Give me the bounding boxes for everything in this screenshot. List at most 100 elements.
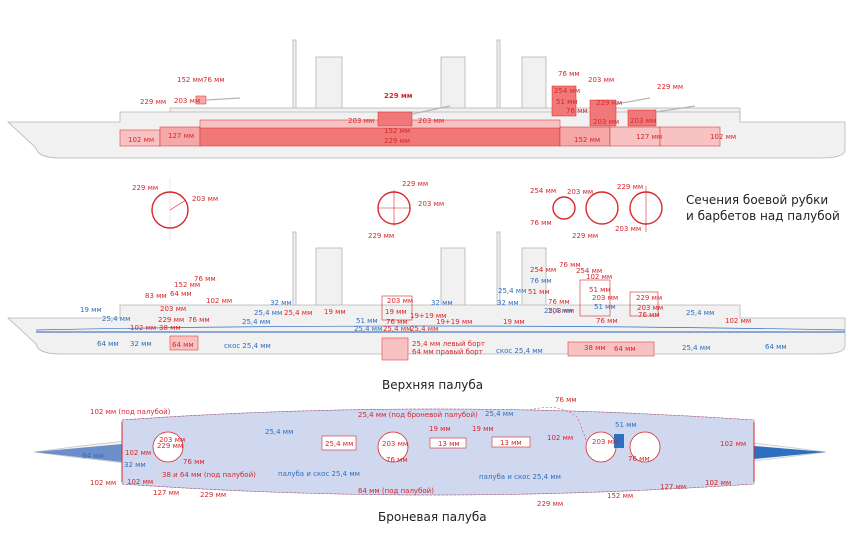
barbet-fwd [377, 431, 409, 463]
label: 19 мм [503, 318, 525, 326]
label: 76 мм [558, 70, 580, 78]
section-circle-fwd-tower [151, 191, 189, 229]
label: 102 мм [586, 273, 612, 281]
sections-caption-line1: Сечения боевой рубки [686, 193, 828, 207]
label: 25,4 мм [410, 325, 438, 333]
label: 51 мм [589, 286, 611, 294]
funnel [440, 56, 466, 116]
label: 25,4 мм [254, 309, 282, 317]
label: 64 мм (под палубой) [358, 487, 434, 495]
label: 64 мм правый борт [412, 348, 483, 356]
label: 102 мм [130, 324, 156, 332]
label: 203 мм [348, 117, 374, 125]
label: 83 мм [145, 292, 167, 300]
label: 38 и 64 мм (под палубой) [162, 471, 256, 479]
label: 229 мм [537, 500, 563, 508]
label: 19+19 мм [410, 312, 446, 320]
side-armor-patch [567, 341, 655, 357]
label: 51 мм [594, 303, 616, 311]
armor-deck-caption: Броневая палуба [378, 510, 487, 524]
label: 203 мм [637, 304, 663, 312]
label: 32 мм [431, 299, 453, 307]
label: 76 мм [596, 317, 618, 325]
label: 127 мм [636, 133, 662, 141]
label: 25,4 мм левый борт [412, 340, 485, 348]
label: 254 мм [530, 266, 556, 274]
label: 229 мм [384, 92, 413, 100]
label: 203 мм [615, 225, 641, 233]
aft-turret-2 [627, 109, 657, 127]
barbet-outline [579, 279, 611, 317]
side-armor-patch [169, 335, 199, 351]
barbet-aft-2 [629, 431, 661, 463]
label: 64 мм [172, 341, 194, 349]
label: скос 25,4 мм [224, 342, 271, 350]
side-armor-patch [381, 337, 409, 361]
barbet-fwd-tower [152, 431, 184, 463]
hatch [321, 435, 357, 451]
label: 203 мм [192, 195, 218, 203]
barbet-outline [629, 291, 659, 317]
label: 64 мм [614, 345, 636, 353]
label: 76 мм [203, 76, 225, 84]
cross-sections: 229 мм 203 мм 229 мм 203 мм 229 мм 254 м… [132, 178, 840, 240]
label: 32 мм [497, 299, 519, 307]
label: 13 мм [500, 439, 522, 447]
label: 25,4 мм [682, 344, 710, 352]
label: 203 мм [174, 97, 200, 105]
label: 64 мм [765, 343, 787, 351]
label: 25,4 мм [265, 428, 293, 436]
label: 127 мм [660, 483, 686, 491]
label: 51 мм [556, 98, 578, 106]
label: 203 мм [548, 307, 574, 315]
label: 25,4 мм [284, 309, 312, 317]
label: 254 мм [530, 187, 556, 195]
label: 203 мм [159, 436, 185, 444]
label: 203 мм [418, 117, 444, 125]
stern-deck-64 [754, 446, 826, 459]
label: 152 мм [384, 127, 410, 135]
label: 76 мм [386, 318, 408, 326]
label: 102 мм [705, 479, 731, 487]
label: 76 мм [194, 275, 216, 283]
label: 25,4 мм (под броневой палубой) [358, 411, 478, 419]
side-view: 152 мм 76 мм 229 мм 203 мм 229 мм 203 мм… [6, 39, 846, 159]
label: 102 мм [547, 434, 573, 442]
bow-deck-64 [34, 444, 122, 462]
label: 229 мм [402, 180, 428, 188]
label: 203 мм [382, 440, 408, 448]
label: 229 мм [384, 137, 410, 145]
label: 229 мм [368, 232, 394, 240]
label: 19 мм [429, 425, 451, 433]
label: 25,4 мм [354, 325, 382, 333]
aft-turret-1 [589, 99, 617, 127]
belt-229-main [199, 125, 561, 147]
label: 64 мм [170, 290, 192, 298]
label: 229 мм [200, 491, 226, 499]
label: скос 25,4 мм [496, 347, 543, 355]
label: палуба и скос 25,4 мм [479, 473, 561, 481]
armor-deck-plan: 102 мм (под палубой) 25,4 мм (под бронев… [33, 396, 827, 524]
label: 229 мм [657, 83, 683, 91]
label: 76 мм [188, 316, 210, 324]
upper-deck-caption: Верхняя палуба [382, 378, 483, 392]
gun-barrel [411, 105, 451, 115]
label: 25,4 мм [242, 318, 270, 326]
label: 229 мм [158, 316, 184, 324]
label: 102 мм (под палубой) [90, 408, 171, 416]
belt-edge [121, 408, 755, 421]
label: 25,4 мм [686, 309, 714, 317]
label: 76 мм [530, 219, 552, 227]
label: 13 мм [438, 440, 460, 448]
label: 25,4 мм [544, 307, 572, 315]
label: 51 мм [356, 317, 378, 325]
hatch [491, 436, 531, 448]
label: 254 мм [576, 267, 602, 275]
label: 102 мм [710, 133, 736, 141]
label: 19 мм [472, 425, 494, 433]
label: 102 мм [90, 479, 116, 487]
label: 51 мм [615, 421, 637, 429]
label: 25,4 мм [325, 440, 353, 448]
label: 19 мм [324, 308, 346, 316]
